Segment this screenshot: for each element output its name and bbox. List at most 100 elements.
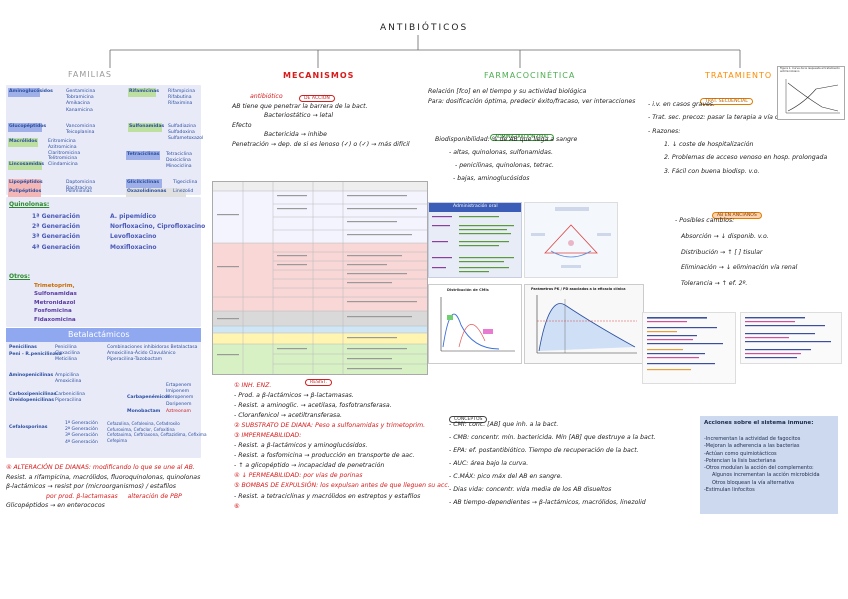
trat-block: - i.v. en casos graves. - Trat. sec. pre…	[648, 98, 827, 178]
trat-line-2: - Trat. sec. precoz: pasar la terapia a …	[648, 114, 789, 122]
dianas-grid-lines	[213, 182, 427, 374]
tetraciclinas-drugs: Tetraciclina Doxiciclina Minociclina	[166, 152, 192, 170]
carbox-ureido-drugs: Carbenicilina Piperacilina	[55, 392, 85, 404]
penicilinas-label: Penicilinas	[9, 345, 37, 350]
otros-item-3: Metronidazol	[34, 299, 76, 306]
admin-oral-card: Administración oral	[428, 202, 522, 278]
carbapenemicos-drugs: Ertapenem Imipenem Meropenem Doripenem	[166, 383, 194, 407]
inmune-box: Acciones sobre el sistema inmune: -Incre…	[700, 416, 838, 514]
resist-line-2: - Prod. a β-lactámicos → β-lactamasas.	[234, 392, 354, 400]
glicilciclinas-drugs: Tigeciclina	[173, 180, 198, 185]
resistencia-header: ALTERACIÓN DE DIANAS: modificando lo que…	[13, 464, 195, 471]
macrolidos-label-bg	[8, 138, 38, 147]
resistencia-block: ④ ALTERACIÓN DE DIANAS: modificando lo q…	[6, 464, 201, 510]
mecanismos-bacteriostatico: Bacteriostático → letal	[264, 112, 334, 120]
lipopeptidos-label: Lipopéptidos	[9, 180, 43, 185]
lincosamidas-label: Lincosamidas	[9, 162, 44, 167]
trat-razon-3: 3. Fácil con buena biodisp. v.o.	[664, 167, 760, 175]
otros-list: Trimetoprim, Sulfonamidas Metronidazol F…	[34, 282, 77, 324]
ab-ancianos-eliminacion: Eliminación → ↓ eliminación vía renal	[681, 264, 798, 272]
oxazolidinonas-drugs: Linezolid	[173, 189, 194, 194]
sulfonamidas-drugs: Sulfadiazina Sulfadoxina Sulfametoxazol	[168, 124, 204, 142]
betalactamicos-header: Betalactámicos	[68, 330, 130, 339]
resistencia-line-2: β-lactámicos → resist por (microorganism…	[6, 483, 176, 491]
sulfonamidas-label-bg	[128, 123, 162, 132]
quinolona-drug-4: Moxifloxacino	[110, 243, 157, 251]
carbox-ureido-label: Carboxipenicilinas Ureidopenicilinas	[9, 392, 57, 404]
resist-line-6: ③ IMPERMEABILIDAD:	[234, 432, 302, 440]
lipopeptidos-label-bg	[8, 179, 41, 188]
mecanismos-top-block: antibiótico AB tiene que penetrar la bar…	[232, 92, 410, 150]
peni-r-penicilinasa-label: Peni - R.penicilinasa	[9, 352, 62, 357]
resistencia-note-right: alteración de PBP	[127, 492, 182, 500]
aminoglucosidos-label: Aminoglucósidos	[9, 89, 53, 94]
familias-box	[6, 85, 201, 195]
otros-item-1: Trimetoprim,	[34, 283, 75, 289]
quinolona-gen-2: 2ª Generación	[32, 223, 80, 231]
inmune-item-8: -Estimulan linfocitos	[704, 486, 755, 493]
resist-line-13: ⑥	[234, 502, 240, 510]
rifamicinas-label: Rifamicinas	[129, 89, 159, 94]
inmune-item-1: -Incrementan la actividad de fagocitos	[704, 436, 801, 442]
sulfonamidas-label: Sulfonamidas	[129, 124, 165, 129]
dianas-row-membrana	[213, 326, 427, 333]
conceptos-block: - CMI: conc. [AB] que inh. a la bact. - …	[449, 418, 656, 509]
glucopeptidos-label-bg	[8, 123, 42, 132]
resistencia-line-1: Resist. a rifampicina, macrólidos, fluor…	[6, 473, 201, 481]
resist-line-10: ④ ↓ PERMEABILIDAD: por vías de porinas	[234, 472, 363, 480]
penicilinas-drugs: Penicilina Cloxacilina Meticilina	[55, 345, 80, 363]
cefalosporinas-gens: 1ª Generación 2ª Generación 3ª Generació…	[65, 421, 98, 445]
resist-line-7: - Resist. a β-lactámicos y aminoglucósid…	[234, 442, 368, 450]
farmaco-line-1: Relación [fco] en el tiempo y su activid…	[428, 88, 587, 95]
thumb-doc-2-lines	[745, 317, 831, 359]
resist-line-5: ② SUBSTRATO DE DIANA: Peso a sulfonamida…	[234, 422, 426, 430]
concepto-cmi: - CMI: conc. [AB] que inh. a la bact.	[449, 421, 559, 428]
cefalosporinas-drugs: Cefazolina, Cefalexina, Cefadroxilo Cefu…	[107, 421, 207, 444]
inmune-item-3: -Actúan como quimiotácticos	[704, 450, 777, 457]
admin-oral-label: ADMINISTRACIÓN ORAL	[490, 134, 554, 141]
cmi-graph-title: Distribución de CMIs	[447, 288, 489, 292]
resist-line-9: - ↑ a glicopéptido → incapacidad de pene…	[234, 462, 385, 470]
inmune-item-4: -Potencian la lisis bacteriana	[704, 457, 776, 464]
otros-item-4: Fosfomicina	[34, 308, 72, 315]
ab-ancianos-absorcion: Absorción → ↓ disponib. v.o.	[681, 232, 769, 240]
resist-line-1: ① INH. ENZ.	[234, 382, 272, 389]
tetraciclinas-label-bg	[126, 151, 160, 160]
aminoglucosidos-label-bg	[8, 88, 40, 97]
inmune-item-2: -Mejoran la adherencia a las bacterias	[704, 443, 800, 450]
lincosamidas-label-bg	[8, 161, 42, 170]
inmune-list: -Incrementan la actividad de fagocitos -…	[704, 436, 820, 494]
lincosamidas-drugs: Telitromicina Clindamicina	[48, 156, 78, 168]
betalactamicos-header-bg	[6, 328, 201, 342]
macrolidos-drugs: Eritromicina Azitromicina Claritromicina	[48, 139, 81, 157]
resistencia-line-3: Glicopéptidos → en enterococos	[6, 502, 105, 510]
mecanismos-bactericida: Bactericida → inhibe	[264, 131, 327, 139]
concepto-cmax: - C.MÁX: pico máx del AB en sangre.	[449, 473, 563, 481]
polipeptidos-label: Polipéptidos	[9, 189, 42, 194]
resist-line-12: - Resist. a tetraciclinas y macrólidos e…	[234, 492, 421, 500]
admin-line-2: - altas, quinolonas, sulfonamidas.	[449, 149, 553, 157]
response-curve-graph	[785, 79, 840, 114]
mecanismos-antibiotico: antibiótico	[250, 93, 283, 100]
farmacocinetica-header: FARMACOCINÉTICA	[484, 71, 576, 80]
inmune-item-5: -Otros modulan la acción del complemento…	[704, 465, 814, 471]
quinolonas-drugs: A. pipemídico Norfloxacino, Ciprofloxaci…	[110, 212, 205, 253]
trat-razon-1: 1. ↓ coste de hospitalización	[664, 140, 754, 148]
concepto-auc: - AUC: área bajo la curva.	[449, 460, 529, 468]
admin-oral-card-title: Administración oral	[453, 204, 498, 209]
mecanismos-efecto: Efecto	[232, 121, 252, 129]
aminoglucosidos-drugs: Gentamicina Tobramicina Amikacina Kanami…	[66, 89, 96, 113]
tratamiento-header: TRATAMIENTO	[705, 71, 773, 80]
inmune-header: Acciones sobre el sistema inmune:	[704, 420, 814, 426]
mecanismos-resist-block: ① INH. ENZ. - Prod. a β-lactámicos → β-l…	[234, 381, 450, 512]
rifamicinas-drugs: Rifampicina Rifabutina Rifaximina	[168, 89, 196, 107]
glicilciclinas-label-bg	[126, 179, 162, 188]
cycle-diagram-card	[524, 202, 618, 278]
thumb-doc-1-lines	[647, 317, 723, 371]
familias-header: FAMILIAS	[68, 70, 112, 79]
quinolonas-gens: 1ª Generación 2ª Generación 3ª Generació…	[32, 212, 80, 253]
trat-secuencial-label: TRAT. SECUENCIAL	[700, 98, 753, 105]
resist-label: RESIST.	[305, 379, 333, 386]
cycle-diagram	[531, 207, 611, 268]
carbapenemicos-label: Carbapenémicos	[127, 395, 170, 400]
